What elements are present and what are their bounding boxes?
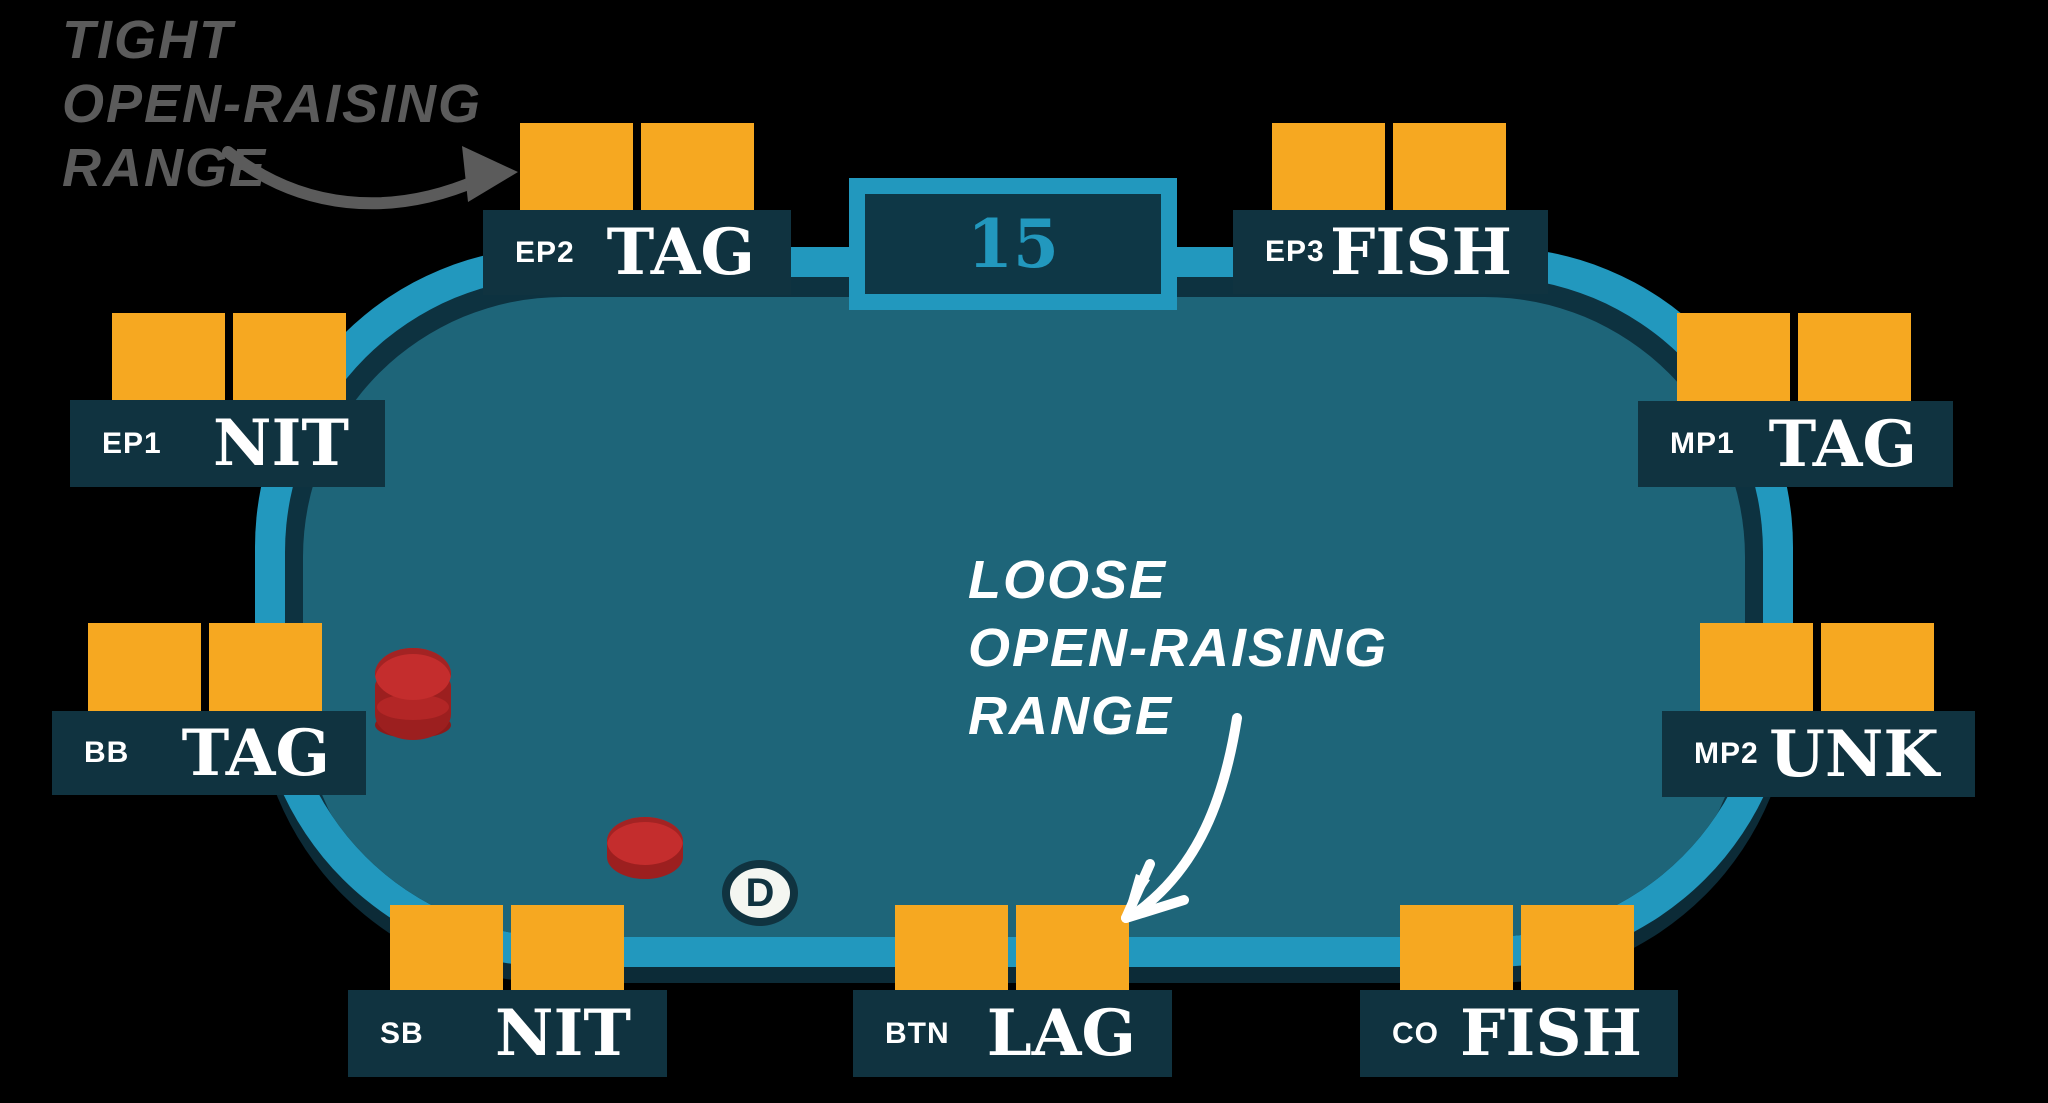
seat-btn-cards: [895, 905, 1129, 993]
seat-position-label: EP3: [1265, 235, 1325, 268]
table-felt: [303, 297, 1745, 937]
seat-position-label: MP2: [1694, 737, 1759, 770]
seat-position-label: MP1: [1670, 427, 1735, 460]
card-back: [1016, 905, 1129, 993]
player-type-label: TAG: [181, 715, 330, 791]
seat-position-label: EP1: [102, 426, 162, 460]
seat-btn-badge: BTN LAG: [853, 990, 1172, 1077]
player-type-label: LAG: [986, 996, 1136, 1071]
player-type-label: NIT: [494, 996, 631, 1071]
pot-value: 15: [967, 205, 1059, 283]
seat-co-cards: [1400, 905, 1634, 993]
player-type-label: TAG: [1768, 406, 1917, 482]
seat-ep3-cards: [1272, 123, 1506, 211]
card-back: [1521, 905, 1634, 993]
pot-display-inner: 15: [865, 194, 1161, 294]
seat-ep1-badge: EP1 NIT: [70, 400, 385, 487]
seat-position-label: BB: [84, 736, 130, 769]
player-type-label: NIT: [212, 406, 349, 481]
table-inner-shadow: [285, 277, 1763, 937]
card-back: [390, 905, 503, 993]
loose-range-annotation: LOOSE OPEN-RAISING RANGE: [968, 550, 1389, 746]
dealer-button-label: D: [745, 870, 775, 915]
seat-co-badge: CO FISH: [1360, 990, 1678, 1077]
card-back: [233, 313, 346, 401]
tight-range-annotation: TIGHT OPEN-RAISING RANGE: [62, 10, 483, 198]
card-back: [1821, 623, 1934, 711]
card-back: [1700, 623, 1813, 711]
card-back: [88, 623, 201, 711]
seat-mp2-cards: [1700, 623, 1934, 711]
seat-sb-cards: [390, 905, 624, 993]
card-back: [641, 123, 754, 211]
seat-ep1-cards: [112, 313, 346, 401]
dealer-button: D: [722, 860, 798, 926]
card-back: [112, 313, 225, 401]
card-back: [1272, 123, 1385, 211]
card-back: [209, 623, 322, 711]
seat-mp1-badge: MP1 TAG: [1638, 401, 1953, 487]
player-type-label: TAG: [606, 215, 755, 290]
card-back: [511, 905, 624, 993]
seat-mp1-cards: [1677, 313, 1911, 401]
seat-position-label: CO: [1392, 1016, 1439, 1050]
card-back: [520, 123, 633, 211]
seat-ep3-badge: EP3 FISH: [1233, 210, 1548, 294]
seat-position-label: SB: [380, 1016, 424, 1050]
card-back: [1677, 313, 1790, 401]
player-type-label: FISH: [1329, 214, 1512, 290]
seat-sb-badge: SB NIT: [348, 990, 667, 1077]
seat-bb-badge: BB TAG: [52, 711, 366, 795]
card-back: [1393, 123, 1506, 211]
card-back: [895, 905, 1008, 993]
red-chip-stack: [375, 648, 451, 740]
seat-position-label: EP2: [515, 235, 575, 269]
card-back: [1400, 905, 1513, 993]
pot-display: 15: [849, 178, 1177, 310]
seat-ep2-cards: [520, 123, 754, 211]
player-type-label: FISH: [1459, 996, 1642, 1071]
seat-position-label: BTN: [885, 1016, 950, 1050]
seat-mp2-badge: MP2 UNK: [1662, 711, 1975, 797]
player-type-label: UNK: [1769, 716, 1939, 792]
seat-ep2-badge: EP2 TAG: [483, 210, 791, 295]
card-back: [1798, 313, 1911, 401]
seat-bb-cards: [88, 623, 322, 711]
red-chip: [607, 817, 683, 881]
